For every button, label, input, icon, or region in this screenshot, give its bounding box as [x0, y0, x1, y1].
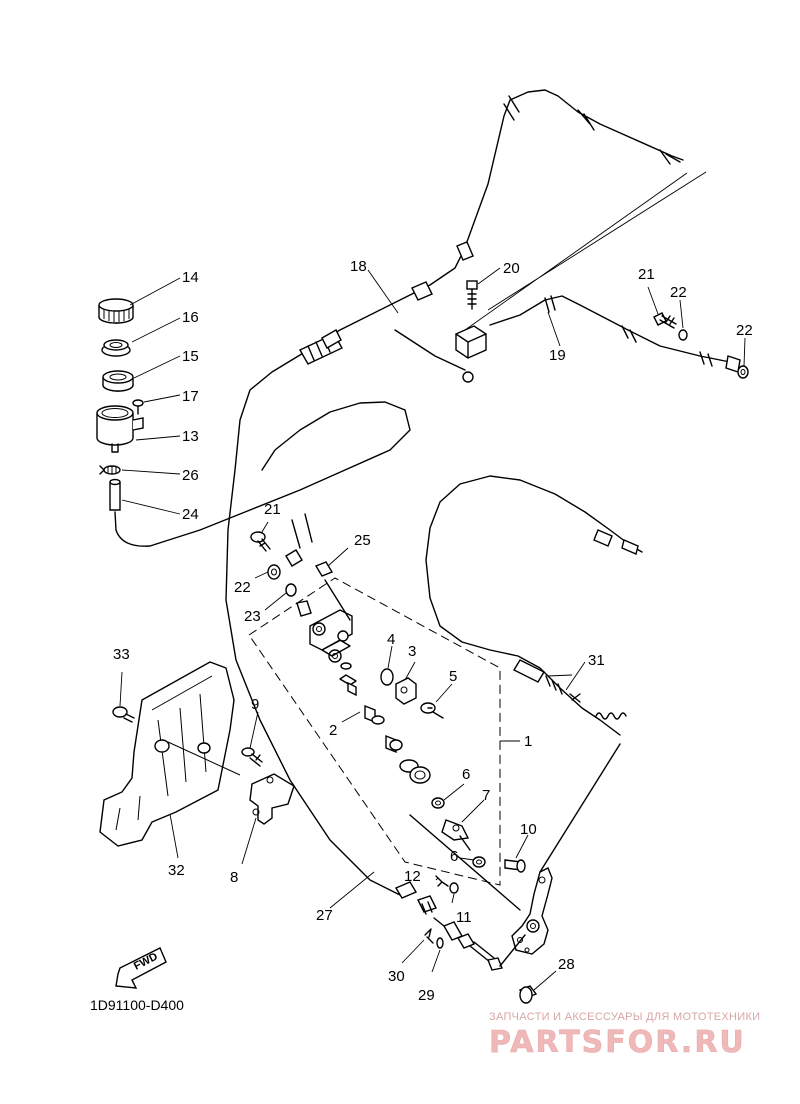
reference-line — [464, 171, 707, 331]
diagram-code: 1D91100-D400 — [90, 997, 184, 1013]
callout-13: 13 — [182, 428, 199, 445]
callout-1: 1 — [524, 733, 532, 750]
callout-14: 14 — [182, 269, 199, 286]
rod-end-7 — [441, 819, 470, 841]
callout-30: 30 — [388, 968, 405, 985]
washer-11 — [449, 882, 459, 894]
callout-12: 12 — [404, 868, 421, 885]
diaphragm-15 — [102, 370, 134, 392]
watermark: ЗАПЧАСТИ И АКСЕССУАРЫ ДЛЯ МОТОТЕХНИКИ PA… — [489, 1011, 760, 1060]
callout-26: 26 — [182, 467, 199, 484]
callout-32: 32 — [168, 862, 185, 879]
union-bolt-20 — [466, 280, 478, 310]
cable-end-link — [539, 743, 621, 873]
screw-5 — [420, 702, 444, 719]
callout-21-left: 21 — [264, 501, 281, 518]
callout-29: 29 — [418, 987, 435, 1004]
callout-28: 28 — [558, 956, 575, 973]
callout-22-upper-1: 22 — [670, 284, 687, 301]
callout-33: 33 — [113, 646, 130, 663]
callout-17: 17 — [182, 388, 199, 405]
nut-6-upper — [431, 797, 445, 809]
callout-11: 11 — [456, 909, 472, 926]
brake-hose-19 — [489, 295, 741, 373]
pin-10 — [504, 859, 526, 873]
brake-joint-block — [455, 325, 487, 359]
bolt-21-left — [250, 531, 271, 552]
callout-23: 23 — [244, 608, 261, 625]
bolt-9 — [241, 747, 263, 767]
hose-fitting-left — [285, 549, 303, 567]
fwd-arrow-icon: FWD — [115, 947, 167, 989]
callout-20: 20 — [503, 260, 520, 277]
screw-17 — [132, 399, 144, 415]
callout-9: 9 — [251, 696, 259, 713]
washer-23 — [285, 583, 297, 597]
circlip-4 — [380, 668, 394, 686]
callout-22-left: 22 — [234, 579, 251, 596]
brake-hose-18 — [225, 89, 684, 896]
reservoir-hose-24 — [109, 401, 411, 547]
brake-pedal-lever — [511, 867, 553, 955]
washer-22-upper-1 — [678, 329, 688, 341]
watermark-brand: PARTSFOR.RU — [489, 1025, 746, 1060]
heel-guard-32 — [99, 661, 241, 847]
diaphragm-holder-16 — [101, 339, 131, 357]
hose-joint-3 — [395, 677, 417, 705]
master-cylinder-body — [309, 609, 353, 663]
cotter-pin-12 — [435, 875, 449, 887]
callout-3: 3 — [408, 643, 416, 660]
washer-22-left — [267, 564, 281, 580]
washer-22-upper-2 — [737, 365, 749, 379]
callout-10: 10 — [520, 821, 537, 838]
nut-6-lower — [472, 856, 486, 868]
callout-27: 27 — [316, 907, 333, 924]
callout-19: 19 — [549, 347, 566, 364]
master-cylinder-kit-2 — [339, 674, 431, 784]
pin-28 — [518, 985, 538, 1004]
callout-24: 24 — [182, 506, 199, 523]
reservoir-cap-14 — [98, 298, 134, 324]
callout-16: 16 — [182, 309, 199, 326]
callout-8: 8 — [230, 869, 238, 886]
brake-rod-27 — [394, 881, 526, 971]
cotter-pin-30 — [424, 928, 434, 944]
union-bolt-master — [296, 600, 312, 617]
bolt-21-upper — [653, 312, 677, 329]
callout-4: 4 — [387, 631, 395, 648]
leader-lines — [119, 267, 746, 991]
pedal-line — [409, 814, 521, 911]
callout-18: 18 — [350, 258, 367, 275]
hose-clamp-26 — [99, 465, 121, 475]
callout-31: 31 — [588, 652, 605, 669]
brake-cable-31 — [425, 475, 643, 736]
pin-master — [340, 662, 352, 670]
assembly-1-boundary — [248, 577, 501, 886]
callout-labels: 14 16 15 17 13 26 24 18 20 19 21 22 22 2… — [113, 258, 753, 1004]
washer-29 — [436, 937, 444, 949]
callout-6-upper: 6 — [462, 766, 470, 783]
bracket-8 — [249, 773, 295, 825]
reservoir-tank-13 — [96, 405, 144, 453]
callout-22-upper-2: 22 — [736, 322, 753, 339]
watermark-tagline: ЗАПЧАСТИ И АКСЕССУАРЫ ДЛЯ МОТОТЕХНИКИ — [489, 1011, 760, 1023]
callout-21-upper: 21 — [638, 266, 655, 283]
callout-6-lower: 6 — [450, 848, 458, 865]
callout-7: 7 — [482, 787, 490, 804]
callout-15: 15 — [182, 348, 199, 365]
callout-5: 5 — [449, 668, 457, 685]
bolt-33 — [112, 706, 135, 723]
callout-25: 25 — [354, 532, 371, 549]
callout-2: 2 — [329, 722, 337, 739]
